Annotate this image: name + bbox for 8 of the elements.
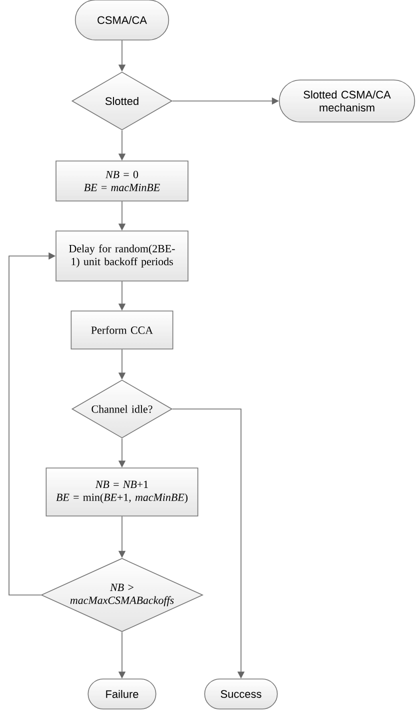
terminal-box: Failure (88, 678, 156, 710)
process-box: Perform CCA (70, 310, 174, 350)
terminal-box: Slotted CSMA/CA mechanism (278, 80, 416, 122)
terminal-box: Success (204, 678, 278, 710)
process-box: Delay for random(2BE-1) unit backoff periods (56, 230, 188, 282)
process-box: NB = NB+1 BE = min(BE+1, macMinBE) (46, 468, 198, 516)
process-box: NB = 0 BE = macMinBE (56, 160, 188, 202)
terminal-box: CSMA/CA (74, 0, 170, 40)
